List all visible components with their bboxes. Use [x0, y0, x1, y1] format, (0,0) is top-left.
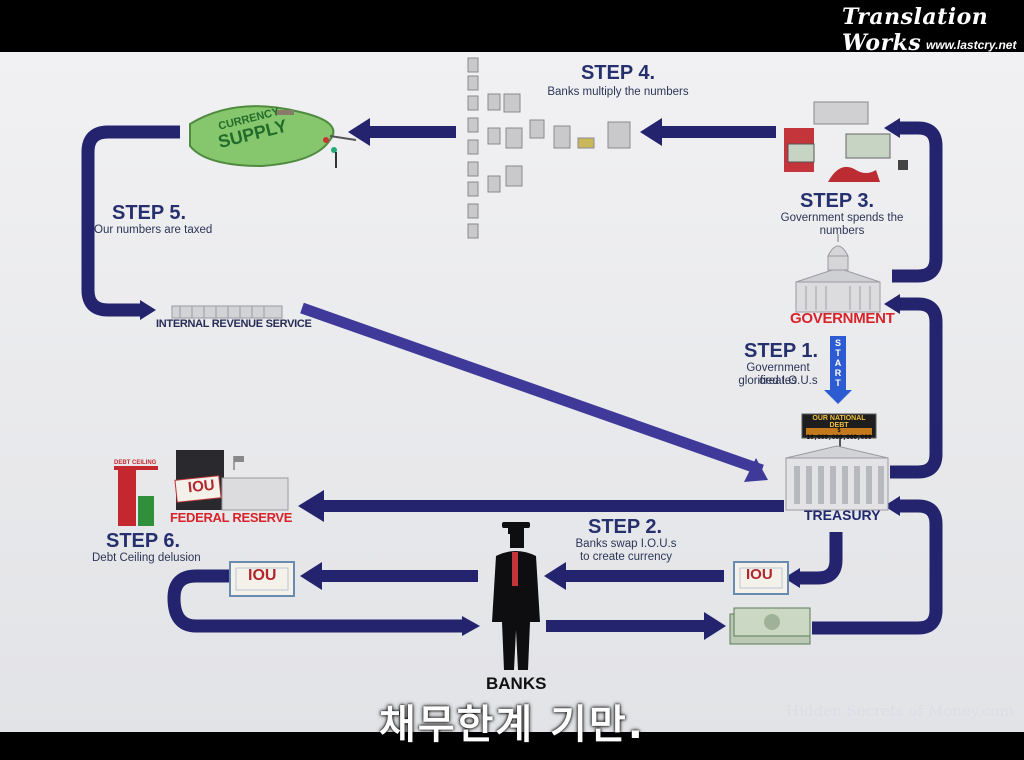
banker-figure [492, 522, 540, 670]
loop-treasury-gov [890, 297, 943, 479]
treasury-building [785, 445, 889, 511]
step-2-desc-1: Banks swap I.O.U.s [575, 538, 677, 550]
step-2-title: STEP 2. [588, 516, 663, 538]
step-6-title: STEP 6. [106, 530, 181, 552]
step-4-block: STEP 4. [558, 62, 678, 85]
step-6-desc: Debt Ceiling delusion [92, 552, 201, 564]
step-4-title: STEP 4. [580, 62, 656, 84]
treasury-label: TREASURY [804, 507, 881, 523]
loop-step5-irs [81, 125, 180, 317]
bank-buildings-grid [467, 57, 631, 239]
arrow-treasury-to-fed [298, 490, 784, 522]
loop-cash-treasury [812, 499, 943, 635]
step-3-desc: Government spends the numbers [780, 212, 904, 237]
national-debt-label: OUR NATIONAL DEBT [812, 415, 866, 429]
irs-label: INTERNAL REVENUE SERVICE [156, 318, 312, 330]
cash-stack [729, 607, 811, 645]
watermark-source: Hidden Secrets of Money.com [786, 702, 1014, 720]
national-debt-digits: $ 16,000,000,000,000 [806, 427, 872, 441]
arrowheads [140, 118, 900, 636]
arrow-banks-to-iou [300, 562, 478, 590]
arrow-step4-to-supply [348, 118, 456, 146]
banks-label: BANKS [486, 674, 547, 693]
flow-connectors [81, 121, 943, 635]
iou-note-left [229, 561, 295, 597]
federal-reserve-label: FEDERAL RESERVE [170, 510, 293, 525]
irs-building [171, 305, 283, 319]
step-1-title: STEP 1. [744, 340, 819, 362]
step-1-desc-1: Government creates [746, 362, 810, 387]
spending-collage [784, 101, 908, 182]
video-subtitle: 채무한계 기만. [379, 702, 645, 748]
arrowhead-iou-right [784, 568, 800, 588]
arrow-irs-to-treasury [300, 302, 768, 482]
arrowhead-irs [140, 300, 156, 320]
currency-supply-balloon [189, 105, 357, 168]
federal-reserve-graphic [114, 450, 289, 526]
loop-iou-banks [167, 569, 462, 633]
watermark-brand: Translation Works [842, 4, 989, 56]
government-building [795, 234, 881, 313]
loop-gov-step3 [892, 121, 943, 283]
arrow-banks-to-cash [546, 612, 726, 640]
loop-treasury-iou [800, 532, 843, 585]
step-1-desc-2: glorified I.O.U.s [738, 375, 818, 387]
watermark-url: www.lastcry.net [926, 38, 1017, 52]
step-2-desc-2: to create currency [579, 551, 673, 563]
start-label: START [834, 338, 842, 388]
arrow-step3-to-step4 [640, 118, 776, 146]
arrowhead-government [884, 294, 900, 314]
step-3-title: STEP 3. [800, 190, 875, 212]
block-arrows [298, 118, 784, 640]
step-5-title: STEP 5. [112, 202, 187, 224]
arrowhead-treasury [884, 496, 900, 516]
step-5-desc: Our numbers are taxed [94, 224, 213, 236]
arrowhead-banks-in [462, 616, 480, 636]
debt-ceiling-label: DEBT CEILING [114, 460, 157, 466]
start-arrow [824, 336, 852, 404]
iou-note-right [733, 561, 789, 595]
government-label: GOVERNMENT [790, 310, 895, 327]
step-4-desc: Banks multiply the numbers [547, 86, 689, 98]
iou-right-text: IOU [746, 566, 773, 583]
iou-fed-text: IOU [187, 476, 216, 497]
iou-left-text: IOU [248, 567, 277, 584]
arrowhead-step3 [884, 118, 900, 138]
arrow-iou-to-banks [544, 562, 724, 590]
national-debt-sign [801, 413, 877, 448]
